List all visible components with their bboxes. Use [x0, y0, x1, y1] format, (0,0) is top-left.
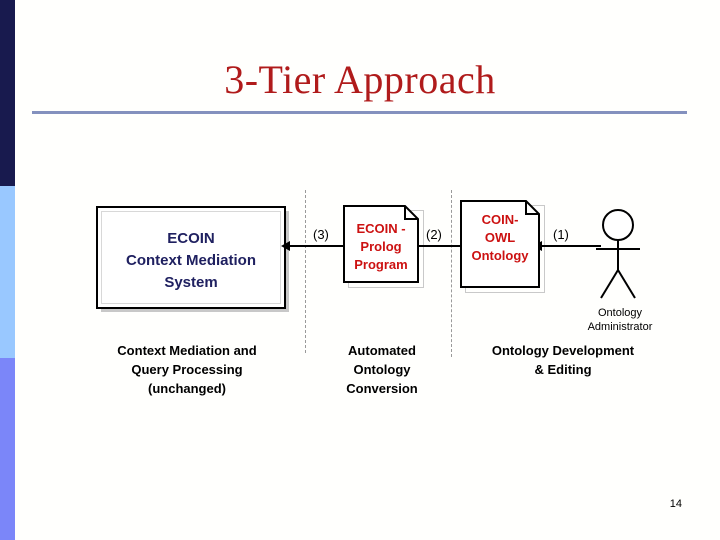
caption-right-line-1: Ontology Development	[491, 343, 635, 358]
admin-label-line-2: Administrator	[587, 321, 653, 333]
owl-doc-line-3: Ontology	[471, 248, 529, 263]
caption-left-line-3: (unchanged)	[148, 381, 226, 396]
arrow-1-label: (1)	[553, 227, 569, 242]
caption-tier-middle: Automated Ontology Conversion	[318, 341, 446, 398]
admin-label-line-1: Ontology	[597, 307, 643, 319]
prolog-doc-line-2: Prolog	[360, 239, 402, 254]
caption-left-line-2: Query Processing	[131, 362, 243, 377]
arrow-3-line	[289, 245, 344, 247]
arrow-3-label: (3)	[313, 227, 329, 242]
owl-doc-outline-icon	[460, 200, 540, 288]
caption-middle-line-1: Automated	[348, 343, 416, 358]
prolog-doc-line-1: ECOIN -	[356, 221, 406, 236]
ecoin-box-text: ECOIN Context Mediation System	[98, 228, 284, 294]
ecoin-box-line-2: Context Mediation	[126, 252, 256, 269]
sidebar-band-light-blue	[0, 186, 15, 358]
sidebar-band-periwinkle	[0, 358, 15, 540]
caption-tier-right: Ontology Development & Editing	[458, 341, 668, 379]
prolog-doc-line-3: Program	[354, 257, 408, 272]
caption-tier-left: Context Mediation and Query Processing (…	[78, 341, 296, 398]
owl-doc-line-1: COIN-	[481, 212, 519, 227]
ecoin-box-line-1: ECOIN	[167, 230, 215, 247]
ecoin-prolog-program-document: ECOIN - Prolog Program	[343, 205, 424, 288]
arrow-3-head-icon	[281, 241, 290, 251]
sidebar-band-navy	[0, 0, 15, 186]
page-title: 3-Tier Approach	[224, 57, 496, 102]
title-divider	[32, 111, 687, 114]
prolog-doc-text: ECOIN - Prolog Program	[343, 220, 419, 274]
ecoin-system-box: ECOIN Context Mediation System	[96, 206, 286, 309]
ontology-administrator-label: Ontology Administrator	[560, 306, 680, 334]
owl-doc-text: COIN- OWL Ontology	[460, 211, 540, 265]
tier-separator-2	[451, 190, 452, 357]
ecoin-box-line-3: System	[164, 274, 218, 291]
caption-left-line-1: Context Mediation and	[117, 343, 257, 358]
caption-middle-line-2: Ontology	[353, 362, 411, 377]
caption-middle-line-3: Conversion	[346, 381, 418, 396]
arrow-1-line	[541, 245, 601, 247]
owl-doc-line-2: OWL	[484, 230, 516, 245]
ontology-administrator-actor-icon	[596, 209, 640, 299]
arrow-2-label: (2)	[426, 227, 442, 242]
tier-separator-1	[305, 190, 306, 353]
prolog-doc-outline-icon	[343, 205, 419, 283]
page-number: 14	[669, 498, 682, 510]
coin-owl-ontology-document: COIN- OWL Ontology	[460, 200, 545, 293]
caption-right-line-2: & Editing	[534, 362, 592, 377]
arrow-2-line	[416, 245, 461, 247]
